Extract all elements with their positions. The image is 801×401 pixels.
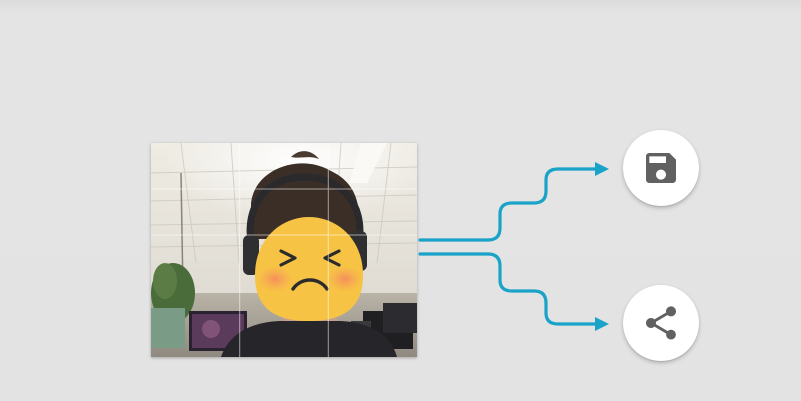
crop-grid — [151, 143, 417, 357]
emoji-overlay — [255, 217, 363, 321]
save-button[interactable] — [623, 130, 699, 206]
photo-preview — [151, 143, 417, 357]
share-icon — [646, 306, 676, 340]
arrow-to-save — [418, 167, 600, 242]
photo-image — [151, 143, 417, 357]
arrow-head-share — [595, 317, 609, 331]
arrow-head-save — [595, 162, 609, 176]
share-button[interactable] — [623, 285, 699, 361]
floppy-disk-icon — [646, 153, 676, 183]
arrow-to-share — [418, 252, 600, 326]
